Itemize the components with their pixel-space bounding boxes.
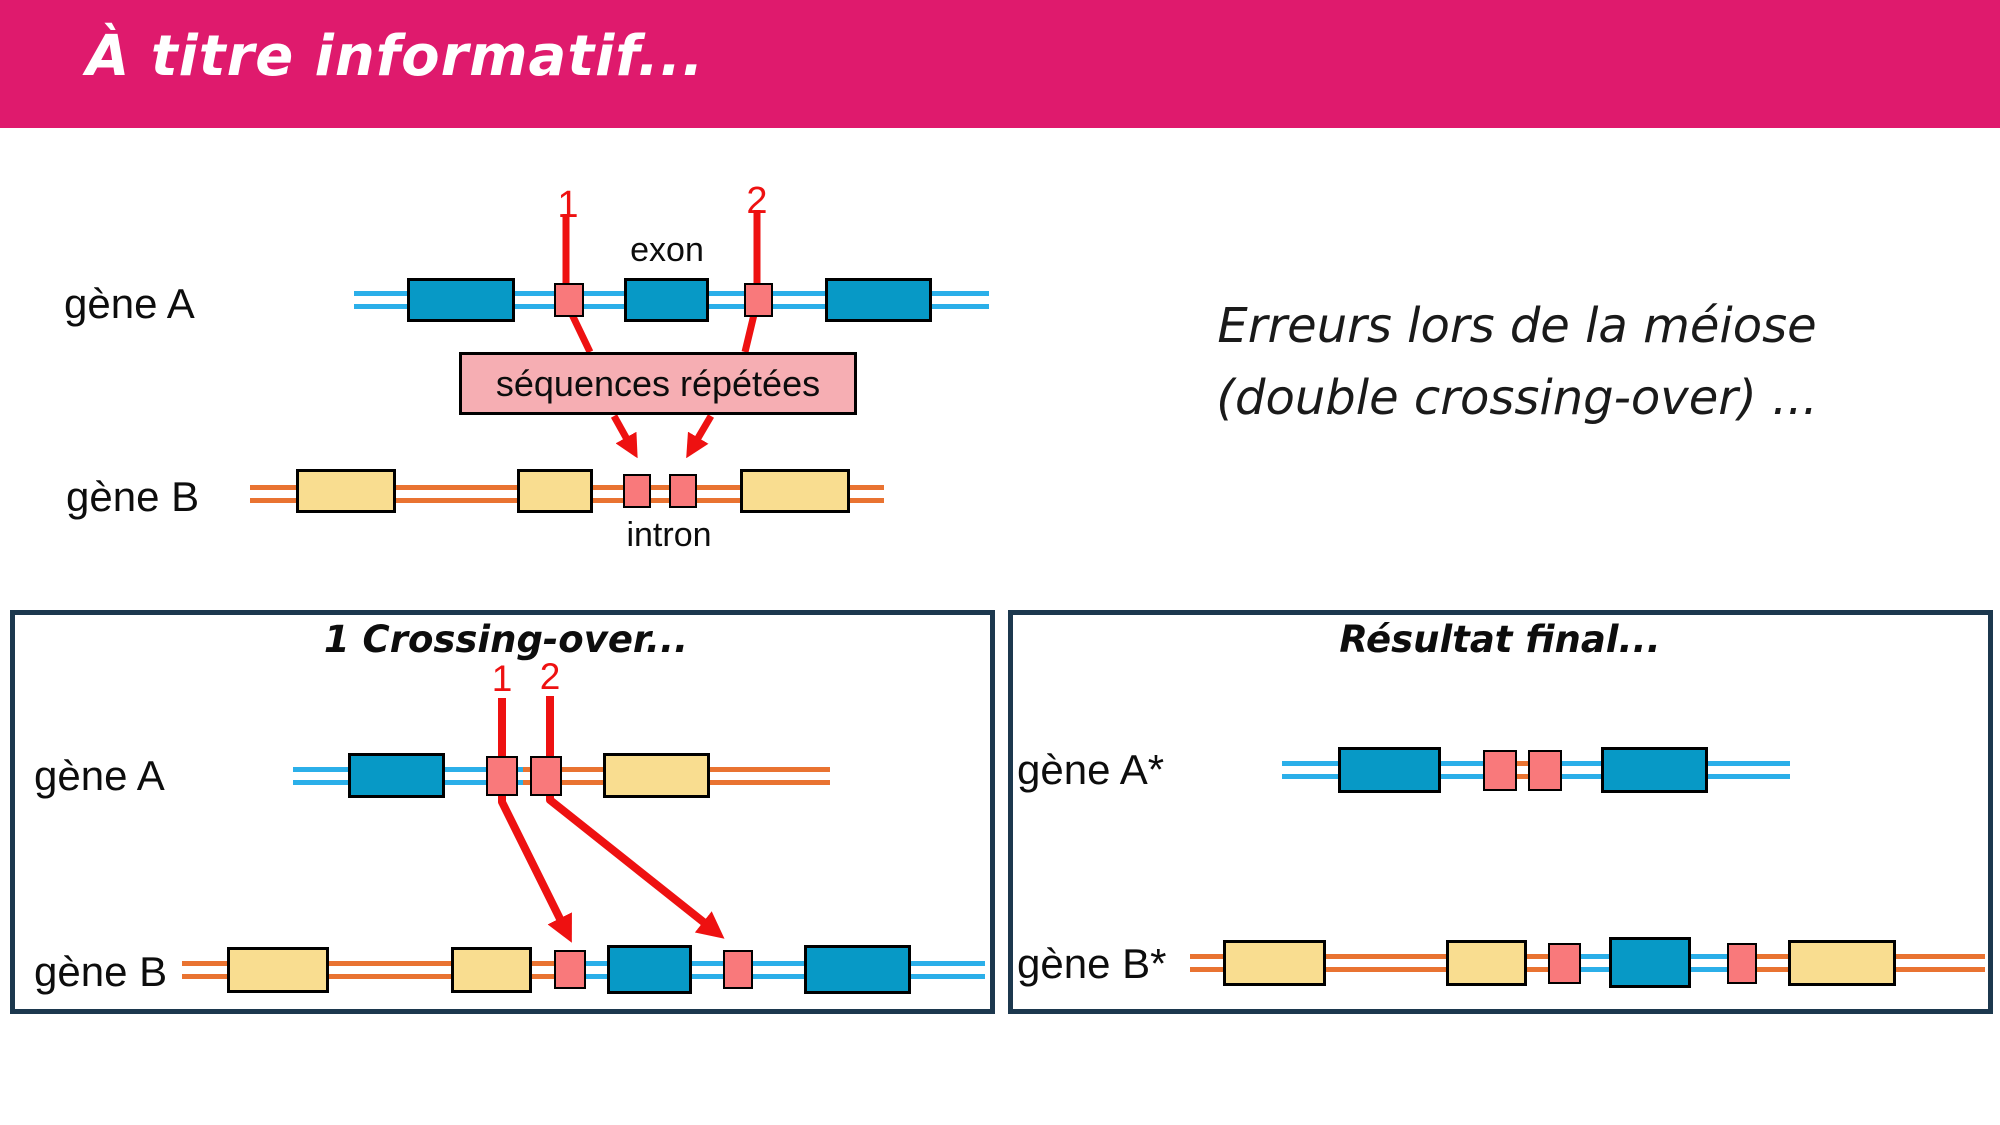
top-gene-b-label: gène B bbox=[66, 473, 200, 520]
left-gene-b-orange-line bbox=[182, 961, 570, 979]
left-marker-1: 1 bbox=[491, 658, 513, 699]
repeated-sequences-note: séquences répétées bbox=[459, 352, 857, 415]
gene-b-star-exon-3 bbox=[1788, 940, 1896, 986]
repeat-marker-line-2 bbox=[741, 210, 761, 353]
gene-b-exon-2 bbox=[517, 469, 593, 513]
gene-b-exon-3 bbox=[740, 469, 850, 513]
left-gene-a-label: gène A bbox=[34, 752, 165, 799]
top-marker-1: 1 bbox=[557, 184, 579, 226]
left-marker-2: 2 bbox=[539, 656, 561, 697]
left-gene-a-repeat-2 bbox=[530, 756, 562, 796]
left-gene-b-exon-1 bbox=[227, 947, 329, 993]
gene-b-star-repeat-2 bbox=[1727, 943, 1757, 984]
repeated-sequences-label: séquences répétées bbox=[495, 362, 821, 404]
left-gene-b-exon-blue-1 bbox=[607, 945, 692, 994]
note-arrow-1 bbox=[610, 414, 638, 459]
left-gene-b-exon-blue-2 bbox=[804, 945, 911, 994]
right-gene-a-label: gène A* bbox=[1017, 746, 1165, 793]
gene-a-exon-2 bbox=[624, 278, 709, 322]
left-gene-b-repeat-2 bbox=[723, 950, 753, 989]
right-gene-b-label: gène B* bbox=[1017, 940, 1167, 987]
gene-b-exon-1 bbox=[296, 469, 396, 513]
top-gene-a-label: gène A bbox=[64, 280, 195, 327]
gene-b-star-exon-1 bbox=[1223, 940, 1326, 986]
left-gene-b-label: gène B bbox=[34, 948, 168, 995]
gene-b-repeat-1 bbox=[623, 474, 651, 508]
gene-a-exon-1 bbox=[407, 278, 515, 322]
header-banner: À titre informatif... bbox=[0, 0, 2000, 128]
slide-title: À titre informatif... bbox=[86, 24, 705, 89]
top-marker-2: 2 bbox=[746, 180, 768, 222]
gene-a-star-exon-1 bbox=[1338, 747, 1441, 793]
gene-b-star-exon-2 bbox=[1446, 940, 1527, 986]
intron-label: intron bbox=[626, 516, 712, 554]
left-gene-a-exon-blue bbox=[348, 753, 445, 798]
left-gene-a-repeat-1 bbox=[486, 756, 518, 796]
gene-b-star-repeat-1 bbox=[1548, 943, 1581, 984]
gene-a-star-exon-2 bbox=[1601, 747, 1708, 793]
gene-a-exon-3 bbox=[825, 278, 932, 322]
final-result-title: Résultat final... bbox=[1339, 618, 1661, 661]
side-note-line1: Erreurs lors de la méiose bbox=[1217, 298, 1817, 354]
gene-a-repeat-1 bbox=[554, 283, 584, 317]
gene-a-star-repeat-1 bbox=[1483, 750, 1517, 791]
exon-label: exon bbox=[630, 231, 704, 269]
left-gene-a-exon-yellow bbox=[603, 753, 710, 798]
crossing-over-title: 1 Crossing-over... bbox=[323, 618, 689, 661]
side-note: Erreurs lors de la méiose (double crossi… bbox=[1212, 290, 1822, 434]
gene-b-repeat-2 bbox=[669, 474, 697, 508]
left-gene-b-exon-2 bbox=[451, 947, 532, 993]
side-note-line2: (double crossing-over) ... bbox=[1216, 370, 1818, 426]
left-gene-b-blue-line bbox=[570, 961, 985, 979]
gene-a-star-repeat-2 bbox=[1528, 750, 1562, 791]
gene-b-star-exon-blue bbox=[1609, 937, 1691, 988]
gene-a-repeat-2 bbox=[744, 283, 773, 317]
left-gene-b-repeat-1 bbox=[554, 950, 586, 989]
note-arrow-2 bbox=[686, 414, 715, 459]
